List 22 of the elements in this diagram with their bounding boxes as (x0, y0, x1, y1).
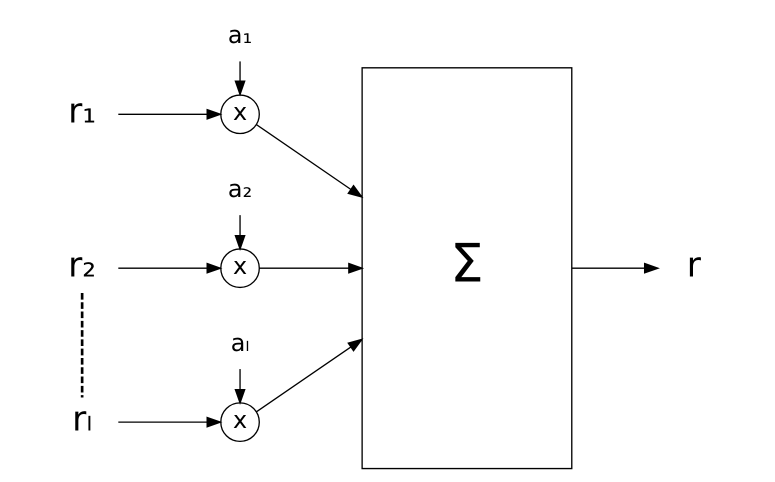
node-text: r (686, 246, 700, 286)
arrow (234, 369, 246, 405)
node-circle: x (220, 94, 260, 134)
arrow (258, 262, 364, 274)
node-text: a₁ (227, 21, 252, 50)
arrow (571, 262, 660, 274)
arrow (256, 338, 363, 412)
node-box: Σ (360, 67, 572, 470)
arrow (118, 108, 222, 120)
node-circle: x (220, 248, 260, 288)
arrow (234, 215, 246, 251)
node-text: rₗ (72, 399, 92, 440)
node-text: aₗ (230, 329, 249, 358)
arrow (234, 61, 246, 96)
connector (80, 292, 83, 398)
node-text: r₂ (68, 246, 96, 286)
node-circle: x (220, 402, 260, 442)
arrow (256, 124, 363, 198)
arrow (118, 262, 222, 274)
node-text: r₁ (68, 92, 96, 132)
node-text: a₂ (227, 175, 252, 204)
arrow (118, 416, 222, 428)
